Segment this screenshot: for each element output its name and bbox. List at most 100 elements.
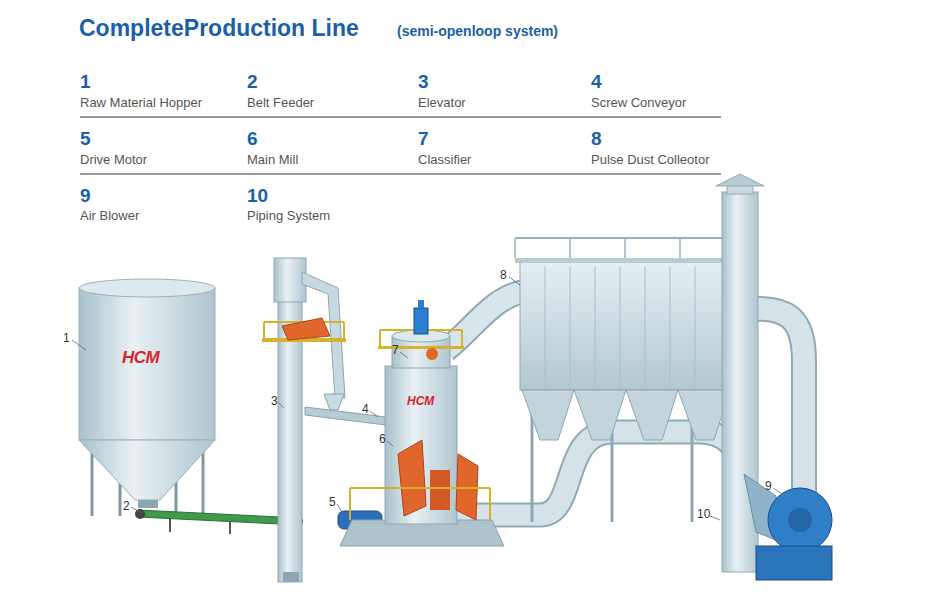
legend-number: 8 [591, 129, 602, 148]
screw-conveyor [305, 394, 386, 425]
classifier [378, 300, 464, 368]
raw-material-hopper [79, 279, 215, 297]
pulse-dust-collector [626, 390, 678, 440]
pulse-dust-collector [695, 266, 696, 388]
pulse-dust-collector [595, 266, 596, 388]
raw-material-hopper [79, 288, 215, 440]
air-blower [788, 508, 812, 532]
pulse-dust-collector [514, 238, 516, 258]
legend-number: 2 [247, 72, 258, 91]
raw-material-hopper [79, 440, 215, 500]
classifier [418, 300, 424, 308]
legend-name: Piping System [247, 209, 330, 222]
callout-number: 8 [500, 269, 507, 281]
leader-line [370, 411, 378, 417]
leader-line [279, 403, 284, 408]
pulse-dust-collector [515, 238, 735, 522]
main-mill [340, 366, 504, 546]
piping-system [455, 432, 740, 515]
callout-number: 4 [362, 403, 369, 415]
belt-feeder [169, 518, 171, 532]
pulse-dust-collector [679, 238, 681, 258]
pulse-dust-collector [574, 390, 626, 440]
legend-number: 1 [80, 72, 91, 91]
main-mill [349, 488, 351, 520]
pulse-dust-collector [520, 262, 730, 390]
classifier [379, 330, 381, 348]
callout-number: 3 [271, 395, 278, 407]
air-blower [744, 474, 832, 580]
legend-number: 7 [418, 129, 429, 148]
legend-rule [80, 117, 721, 174]
legend-number: 3 [418, 72, 429, 91]
bucket-elevator [283, 572, 299, 582]
legend-name: Pulse Dust Colleotor [591, 153, 710, 166]
callout-number: 1 [63, 332, 70, 344]
exhaust-chimney [716, 174, 764, 186]
legend-name: Screw Conveyor [591, 96, 686, 109]
legend-name: Elevator [418, 96, 466, 109]
callout-number: 9 [765, 480, 772, 492]
leader-line [72, 277, 782, 520]
pulse-dust-collector [620, 266, 621, 388]
pulse-dust-collector [645, 266, 646, 388]
bucket-elevator [343, 322, 345, 342]
bucket-elevator [274, 258, 306, 302]
raw-material-hopper [138, 500, 158, 508]
air-blower [756, 546, 832, 580]
pulse-dust-collector [522, 390, 574, 440]
legend-number: 5 [80, 129, 91, 148]
callout-number: 10 [697, 508, 710, 520]
pulse-dust-collector [670, 266, 671, 388]
callout-number: 5 [329, 496, 336, 508]
main-mill [350, 487, 490, 489]
bucket-elevator [262, 258, 346, 582]
legend-number: 4 [591, 72, 602, 91]
pulse-dust-collector [624, 238, 626, 258]
main-mill [430, 470, 450, 510]
classifier [378, 346, 464, 349]
screw-conveyor [305, 407, 386, 425]
legend-number: 9 [80, 186, 91, 205]
legend-name: Drive Motor [80, 153, 147, 166]
brand-logo: HCM [407, 395, 434, 407]
page-title: CompleteProduction Line [79, 17, 359, 40]
leader-line [387, 441, 393, 446]
subtitle: (semi-openloop system) [397, 24, 558, 38]
legend-number: 6 [247, 129, 258, 148]
leader-line [400, 352, 408, 358]
callout-number: 2 [123, 500, 130, 512]
raw-material-hopper [79, 279, 215, 516]
pulse-dust-collector [570, 266, 571, 388]
legend-rule [80, 174, 721, 175]
pulse-dust-collector [569, 238, 571, 258]
piping-system [446, 292, 522, 350]
legend-name: Raw Material Hopper [80, 96, 202, 109]
piping-system [455, 432, 740, 515]
main-mill [398, 440, 426, 516]
main-mill [385, 366, 457, 524]
legend-name: Main Mill [247, 153, 298, 166]
leader-line [710, 516, 720, 520]
classifier [414, 308, 428, 334]
bucket-elevator [278, 300, 302, 582]
air-blower [768, 488, 832, 552]
bucket-elevator [263, 322, 265, 342]
leader-line [773, 488, 782, 494]
main-mill [489, 488, 491, 520]
screw-conveyor [324, 394, 344, 410]
piping-system [446, 292, 522, 350]
classifier [461, 330, 463, 348]
belt-feeder [135, 509, 145, 519]
belt-feeder [138, 510, 300, 525]
leader-line [509, 277, 520, 285]
callout-number: 6 [379, 433, 386, 445]
legend-name: Air Blower [80, 209, 139, 222]
legend-name: Classifier [418, 153, 471, 166]
legend-number: 10 [247, 186, 268, 205]
legend-rule [80, 117, 721, 118]
pulse-dust-collector [545, 266, 546, 388]
brand-logo: HCM [122, 349, 159, 366]
